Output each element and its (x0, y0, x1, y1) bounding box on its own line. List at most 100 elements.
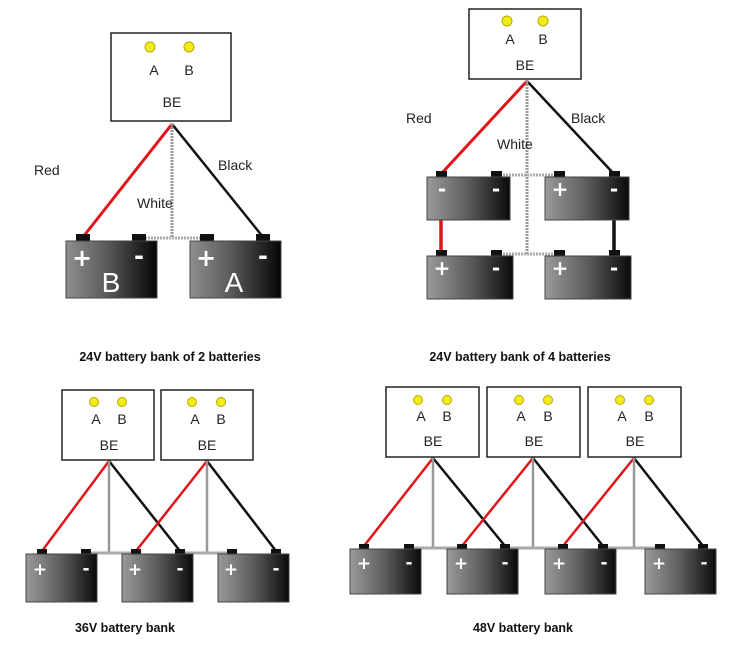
minus-sign: - (258, 242, 268, 270)
black-wire (633, 457, 704, 547)
white-label: White (137, 195, 173, 211)
black-wire (432, 457, 506, 547)
black-wire (171, 123, 264, 238)
plus-sign: + (357, 554, 371, 574)
red-wire (363, 457, 434, 547)
led-a-icon (413, 395, 423, 405)
led-a-icon (89, 397, 99, 407)
plus-sign: + (128, 560, 142, 580)
plus-sign: + (652, 554, 666, 574)
led-a-label: A (149, 62, 159, 78)
caption-d2: 24V battery bank of 4 batteries (429, 350, 610, 364)
be-controller-1 (385, 386, 480, 458)
led-a-label: A (416, 408, 426, 424)
be-label: BE (100, 437, 119, 453)
be-label: BE (626, 433, 645, 449)
black-label: Black (571, 110, 606, 126)
led-b-label: B (442, 408, 451, 424)
led-a-label: A (190, 411, 200, 427)
minus-sign: - (405, 553, 412, 573)
led-a-label: A (516, 408, 526, 424)
led-b-icon (644, 395, 654, 405)
be-controller (110, 32, 232, 122)
led-a-icon (187, 397, 197, 407)
led-b-icon (543, 395, 553, 405)
led-b-icon (216, 397, 226, 407)
led-a-label: A (505, 31, 515, 47)
be-label: BE (198, 437, 217, 453)
battery-3: + - (544, 544, 617, 595)
plus-sign: + (224, 560, 238, 580)
led-b-label: B (184, 62, 193, 78)
caption-d1: 24V battery bank of 2 batteries (79, 350, 260, 364)
minus-sign: - (438, 177, 446, 201)
minus-sign: - (610, 177, 618, 201)
plus-sign: + (552, 177, 569, 201)
diagram-48v: A B BE A B BE A B BE + - + - (349, 386, 717, 635)
diagram-24v-2-batteries: A B BE Red White Black + - B + - A 24V b… (34, 32, 282, 364)
red-wire (562, 457, 635, 547)
plus-sign: + (552, 256, 569, 280)
minus-sign: - (610, 256, 618, 280)
minus-sign: - (82, 559, 89, 579)
black-wire (532, 457, 604, 547)
battery-bottom-left: + - (426, 250, 514, 300)
battery-3: + - (217, 549, 290, 603)
red-wire (40, 460, 111, 552)
battery-b-label: B (102, 267, 121, 298)
led-a-icon (615, 395, 625, 405)
battery-bottom-right: + - (544, 250, 632, 300)
plus-sign: + (33, 560, 47, 580)
battery-2: + - (121, 549, 194, 603)
black-wire (206, 460, 277, 552)
led-b-label: B (538, 31, 547, 47)
led-a-label: A (91, 411, 101, 427)
minus-sign: - (600, 553, 607, 573)
plus-sign: + (552, 554, 566, 574)
led-b-icon (183, 41, 195, 53)
caption-d4: 48V battery bank (473, 621, 573, 635)
led-b-label: B (117, 411, 126, 427)
plus-sign: + (196, 244, 216, 272)
black-wire (526, 80, 615, 175)
red-label: Red (406, 110, 432, 126)
led-a-icon (501, 15, 513, 27)
minus-sign: - (272, 559, 279, 579)
black-wire (108, 460, 181, 552)
led-b-icon (537, 15, 549, 27)
battery-4: + - (644, 544, 717, 595)
plus-sign: + (72, 244, 92, 272)
battery-1: + - (349, 544, 422, 595)
be-label: BE (516, 57, 535, 73)
minus-sign: - (176, 559, 183, 579)
diagram-36v: A B BE A B BE + - + - + - (25, 389, 290, 635)
battery-1: + - (25, 549, 98, 603)
be-controller-3 (587, 386, 682, 458)
black-label: Black (218, 157, 253, 173)
battery-a: + - A (189, 234, 282, 299)
be-controller-1 (61, 389, 155, 461)
minus-sign: - (501, 553, 508, 573)
led-b-label: B (644, 408, 653, 424)
be-label: BE (163, 94, 182, 110)
red-wire (439, 79, 529, 176)
minus-sign: - (134, 242, 144, 270)
battery-top-left: - - (426, 171, 511, 221)
battery-a-label: A (225, 267, 244, 298)
plus-sign: + (434, 256, 451, 280)
caption-d3: 36V battery bank (75, 621, 175, 635)
led-b-label: B (543, 408, 552, 424)
red-wire (461, 457, 534, 547)
be-controller-2 (486, 386, 581, 458)
be-label: BE (424, 433, 443, 449)
led-b-label: B (216, 411, 225, 427)
be-controller (468, 8, 582, 80)
minus-sign: - (700, 553, 707, 573)
led-a-icon (144, 41, 156, 53)
plus-sign: + (454, 554, 468, 574)
led-b-icon (117, 397, 127, 407)
red-wire (135, 460, 208, 552)
battery-b: + - B (65, 234, 158, 299)
